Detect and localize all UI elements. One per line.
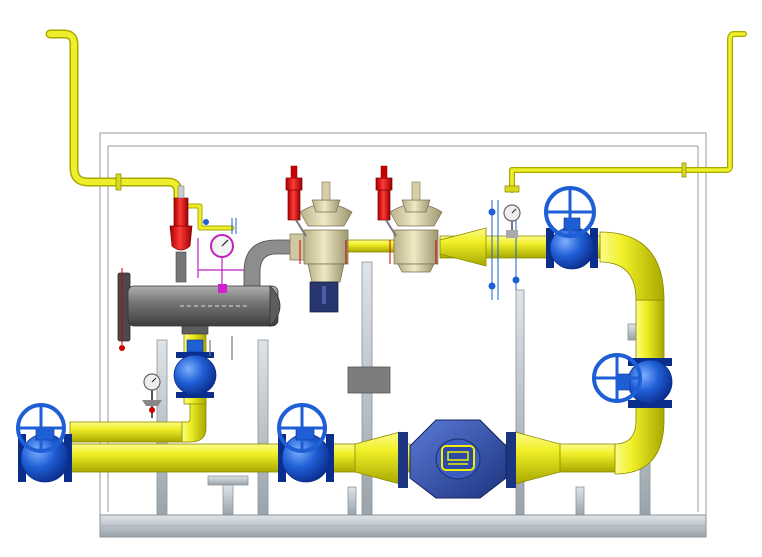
bypass-ball-valve — [277, 403, 334, 483]
vent-pipe-left — [45, 29, 235, 231]
relief-valve-regulator-1 — [285, 165, 307, 237]
pressure-gauge-filter — [197, 218, 244, 293]
misc-supports — [209, 336, 233, 360]
relief-valve-filter — [169, 185, 193, 283]
relief-valve-regulator-2 — [375, 165, 397, 237]
vent-pipe-right — [504, 31, 747, 193]
outlet-ball-valve-right — [592, 353, 673, 408]
inlet-ball-valve — [16, 403, 72, 483]
base-frame — [99, 514, 707, 538]
pressure-gauge-outlet — [503, 204, 521, 238]
gas-meter — [398, 419, 516, 499]
outlet-ball-valve-top — [544, 186, 598, 270]
filter-inlet-valve — [173, 339, 217, 398]
pressure-gauge-lower — [142, 373, 162, 418]
junction-box — [347, 366, 391, 394]
meter-display-icon — [441, 445, 475, 471]
pressure-regulator-1 — [289, 181, 353, 313]
pressure-regulator-2 — [389, 181, 443, 273]
gas-filter — [117, 268, 281, 351]
outlet-instrument-lines — [488, 200, 520, 300]
support-tee — [207, 475, 249, 516]
